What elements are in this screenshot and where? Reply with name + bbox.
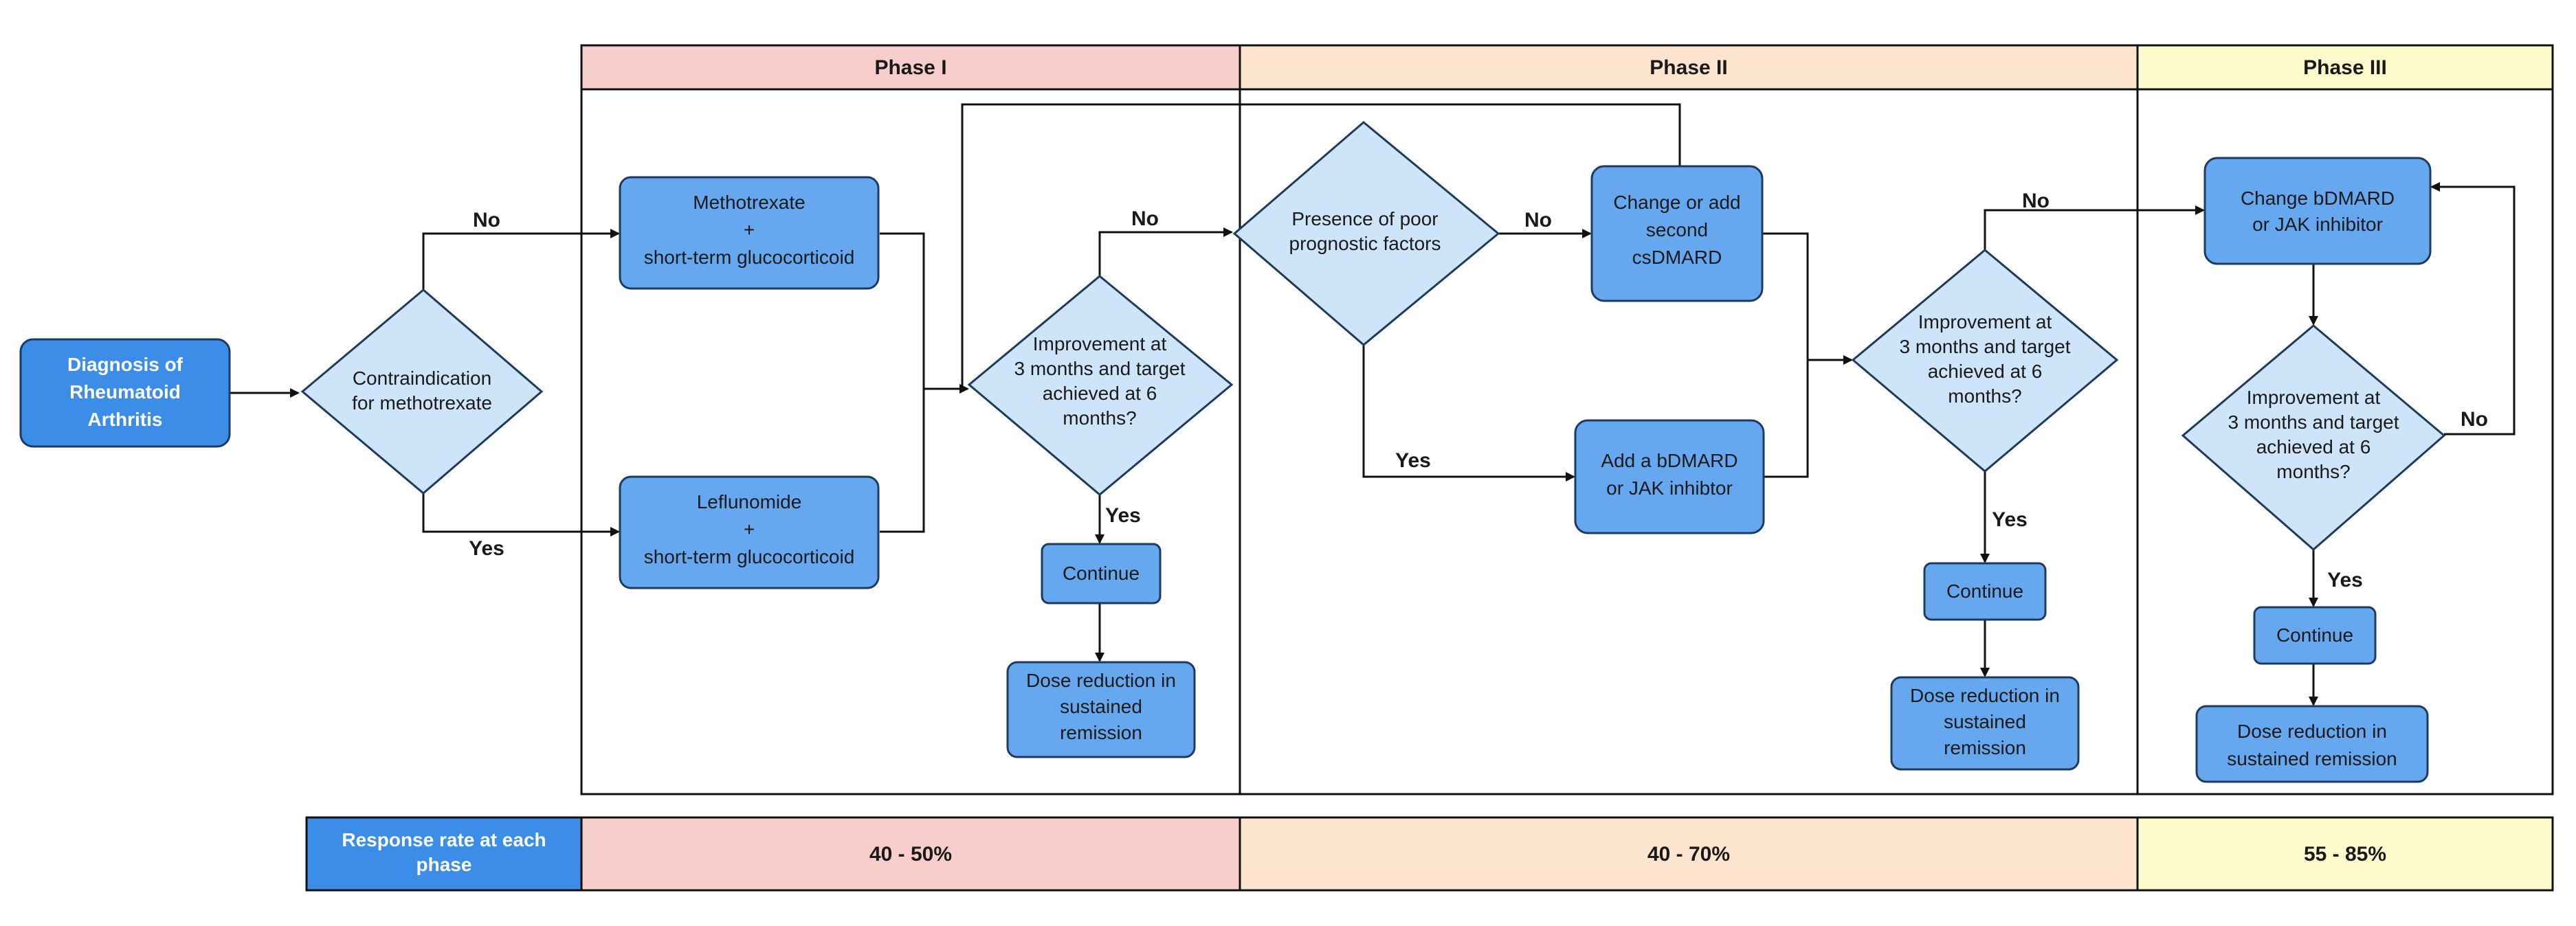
edge-label-p2-no: No: [2022, 190, 2050, 212]
p3-improve-line-2: 3 months and target: [2228, 411, 2399, 433]
p1-improve-line-3: achieved at 6: [1043, 383, 1157, 404]
phase-2-title: Phase II: [1650, 56, 1727, 79]
phase-2-header: [1239, 44, 2139, 91]
p2-dose-line-1: Dose reduction in: [1910, 685, 2060, 706]
start-line-2: Rheumatoid: [69, 381, 181, 403]
change-bdmard-box: [2203, 157, 2432, 265]
response-rate-phase-2-value: 40 - 70%: [1647, 843, 1730, 866]
p2-improve-line-1: Improvement at: [1918, 311, 2052, 332]
change-bdmard-line-2: or JAK inhibitor: [2252, 214, 2383, 235]
phase-3-dose-reduction-box: [2195, 705, 2429, 783]
methotrexate-box: [619, 176, 880, 290]
p1-dose-line-2: sustained: [1060, 696, 1142, 717]
p3-dose-line-2: sustained remission: [2227, 748, 2397, 769]
phase-1-improvement-decision: [967, 275, 1234, 496]
p1-improve-line-2: 3 months and target: [1014, 358, 1185, 379]
change-bdmard-line-1: Change bDMARD: [2241, 188, 2395, 209]
p3-continue-label: Continue: [2276, 624, 2353, 646]
mtx-line-2: +: [744, 219, 755, 240]
response-rate-phase-1-value: 40 - 50%: [869, 843, 952, 866]
csdmard-line-2: second: [1646, 219, 1708, 240]
phase-2-continue-box: [1923, 562, 2047, 621]
lef-line-1: Leflunomide: [697, 491, 802, 512]
p1-improve-line-4: months?: [1063, 407, 1136, 429]
poor-prognostic-decision: [1232, 121, 1500, 346]
start-line-3: Arthritis: [88, 409, 163, 430]
add-bdmard-line-1: Add a bDMARD: [1601, 450, 1737, 471]
response-rate-phase-1: [580, 816, 1241, 892]
p2-dose-line-2: sustained: [1944, 711, 2026, 732]
phase-1-header: [580, 44, 1241, 91]
edge-label-p3-yes: Yes: [2327, 569, 2363, 591]
p3-dose-line-1: Dose reduction in: [2237, 721, 2387, 742]
p2-improve-line-2: 3 months and target: [1899, 336, 2070, 357]
response-rate-phase-3: [2136, 816, 2554, 892]
p1-dose-line-1: Dose reduction in: [1026, 670, 1176, 691]
phase-1-title: Phase I: [874, 56, 946, 79]
phase-3-improvement-decision: [2181, 324, 2446, 551]
contra-line-2: for methotrexate: [352, 392, 492, 414]
response-rate-phase-3-value: 55 - 85%: [2304, 843, 2386, 866]
phase-3-continue-box: [2253, 606, 2377, 665]
p3-improve-line-4: months?: [2276, 461, 2350, 482]
csdmard-line-3: csDMARD: [1632, 247, 1722, 268]
edge-label-p1-yes: Yes: [1105, 504, 1141, 527]
mtx-line-1: Methotrexate: [693, 192, 805, 213]
phase-1-dose-reduction-box: [1006, 661, 1196, 758]
response-rate-header: [305, 816, 583, 892]
p3-improve-line-1: Improvement at: [2247, 387, 2381, 408]
add-bdmard-box: [1574, 419, 1765, 534]
lef-line-3: short-term glucocorticoid: [644, 546, 855, 567]
start-line-1: Diagnosis of: [67, 354, 184, 375]
csdmard-line-1: Change or add: [1613, 192, 1740, 213]
phase-2-improvement-decision: [1851, 249, 2119, 473]
add-bdmard-line-2: or JAK inhibtor: [1606, 477, 1733, 499]
edge-label-p1-no: No: [1131, 207, 1159, 230]
response-rate-header-line-2: phase: [417, 854, 472, 875]
p1-dose-line-3: remission: [1060, 722, 1142, 743]
change-csdmard-box: [1590, 165, 1764, 302]
edge-label-contra-no: No: [473, 209, 500, 232]
mtx-line-3: short-term glucocorticoid: [644, 247, 855, 268]
contra-line-1: Contraindication: [353, 368, 491, 389]
edge-label-p2-yes: Yes: [1992, 508, 2028, 531]
phase-1-continue-box: [1041, 543, 1162, 605]
poor-line-2: prognostic factors: [1289, 233, 1441, 254]
leflunomide-box: [619, 475, 880, 589]
p1-improve-line-1: Improvement at: [1033, 333, 1167, 354]
p1-continue-label: Continue: [1063, 563, 1140, 584]
edge-label-contra-yes: Yes: [469, 537, 504, 560]
contraindication-decision: [300, 289, 544, 495]
phase-3-title: Phase III: [2303, 56, 2387, 79]
response-rate-phase-2: [1239, 816, 2139, 892]
connectors: [230, 103, 2516, 706]
start-diagnosis-box: [19, 338, 231, 448]
p2-improve-line-4: months?: [1948, 385, 2021, 407]
p2-dose-line-3: remission: [1944, 737, 2026, 758]
lef-line-2: +: [744, 519, 755, 540]
p2-improve-line-3: achieved at 6: [1928, 361, 2043, 382]
edge-label-poor-no: No: [1524, 209, 1552, 232]
phase-3-area: [2136, 88, 2554, 795]
edge-label-poor-yes: Yes: [1395, 449, 1431, 472]
p2-continue-label: Continue: [1946, 580, 2023, 602]
edge-label-p3-no: No: [2461, 408, 2488, 431]
phase-2-dose-reduction-box: [1890, 676, 2080, 771]
p3-improve-line-3: achieved at 6: [2256, 436, 2371, 458]
poor-line-1: Presence of poor: [1291, 208, 1438, 229]
response-rate-header-line-1: Response rate at each: [342, 829, 546, 850]
